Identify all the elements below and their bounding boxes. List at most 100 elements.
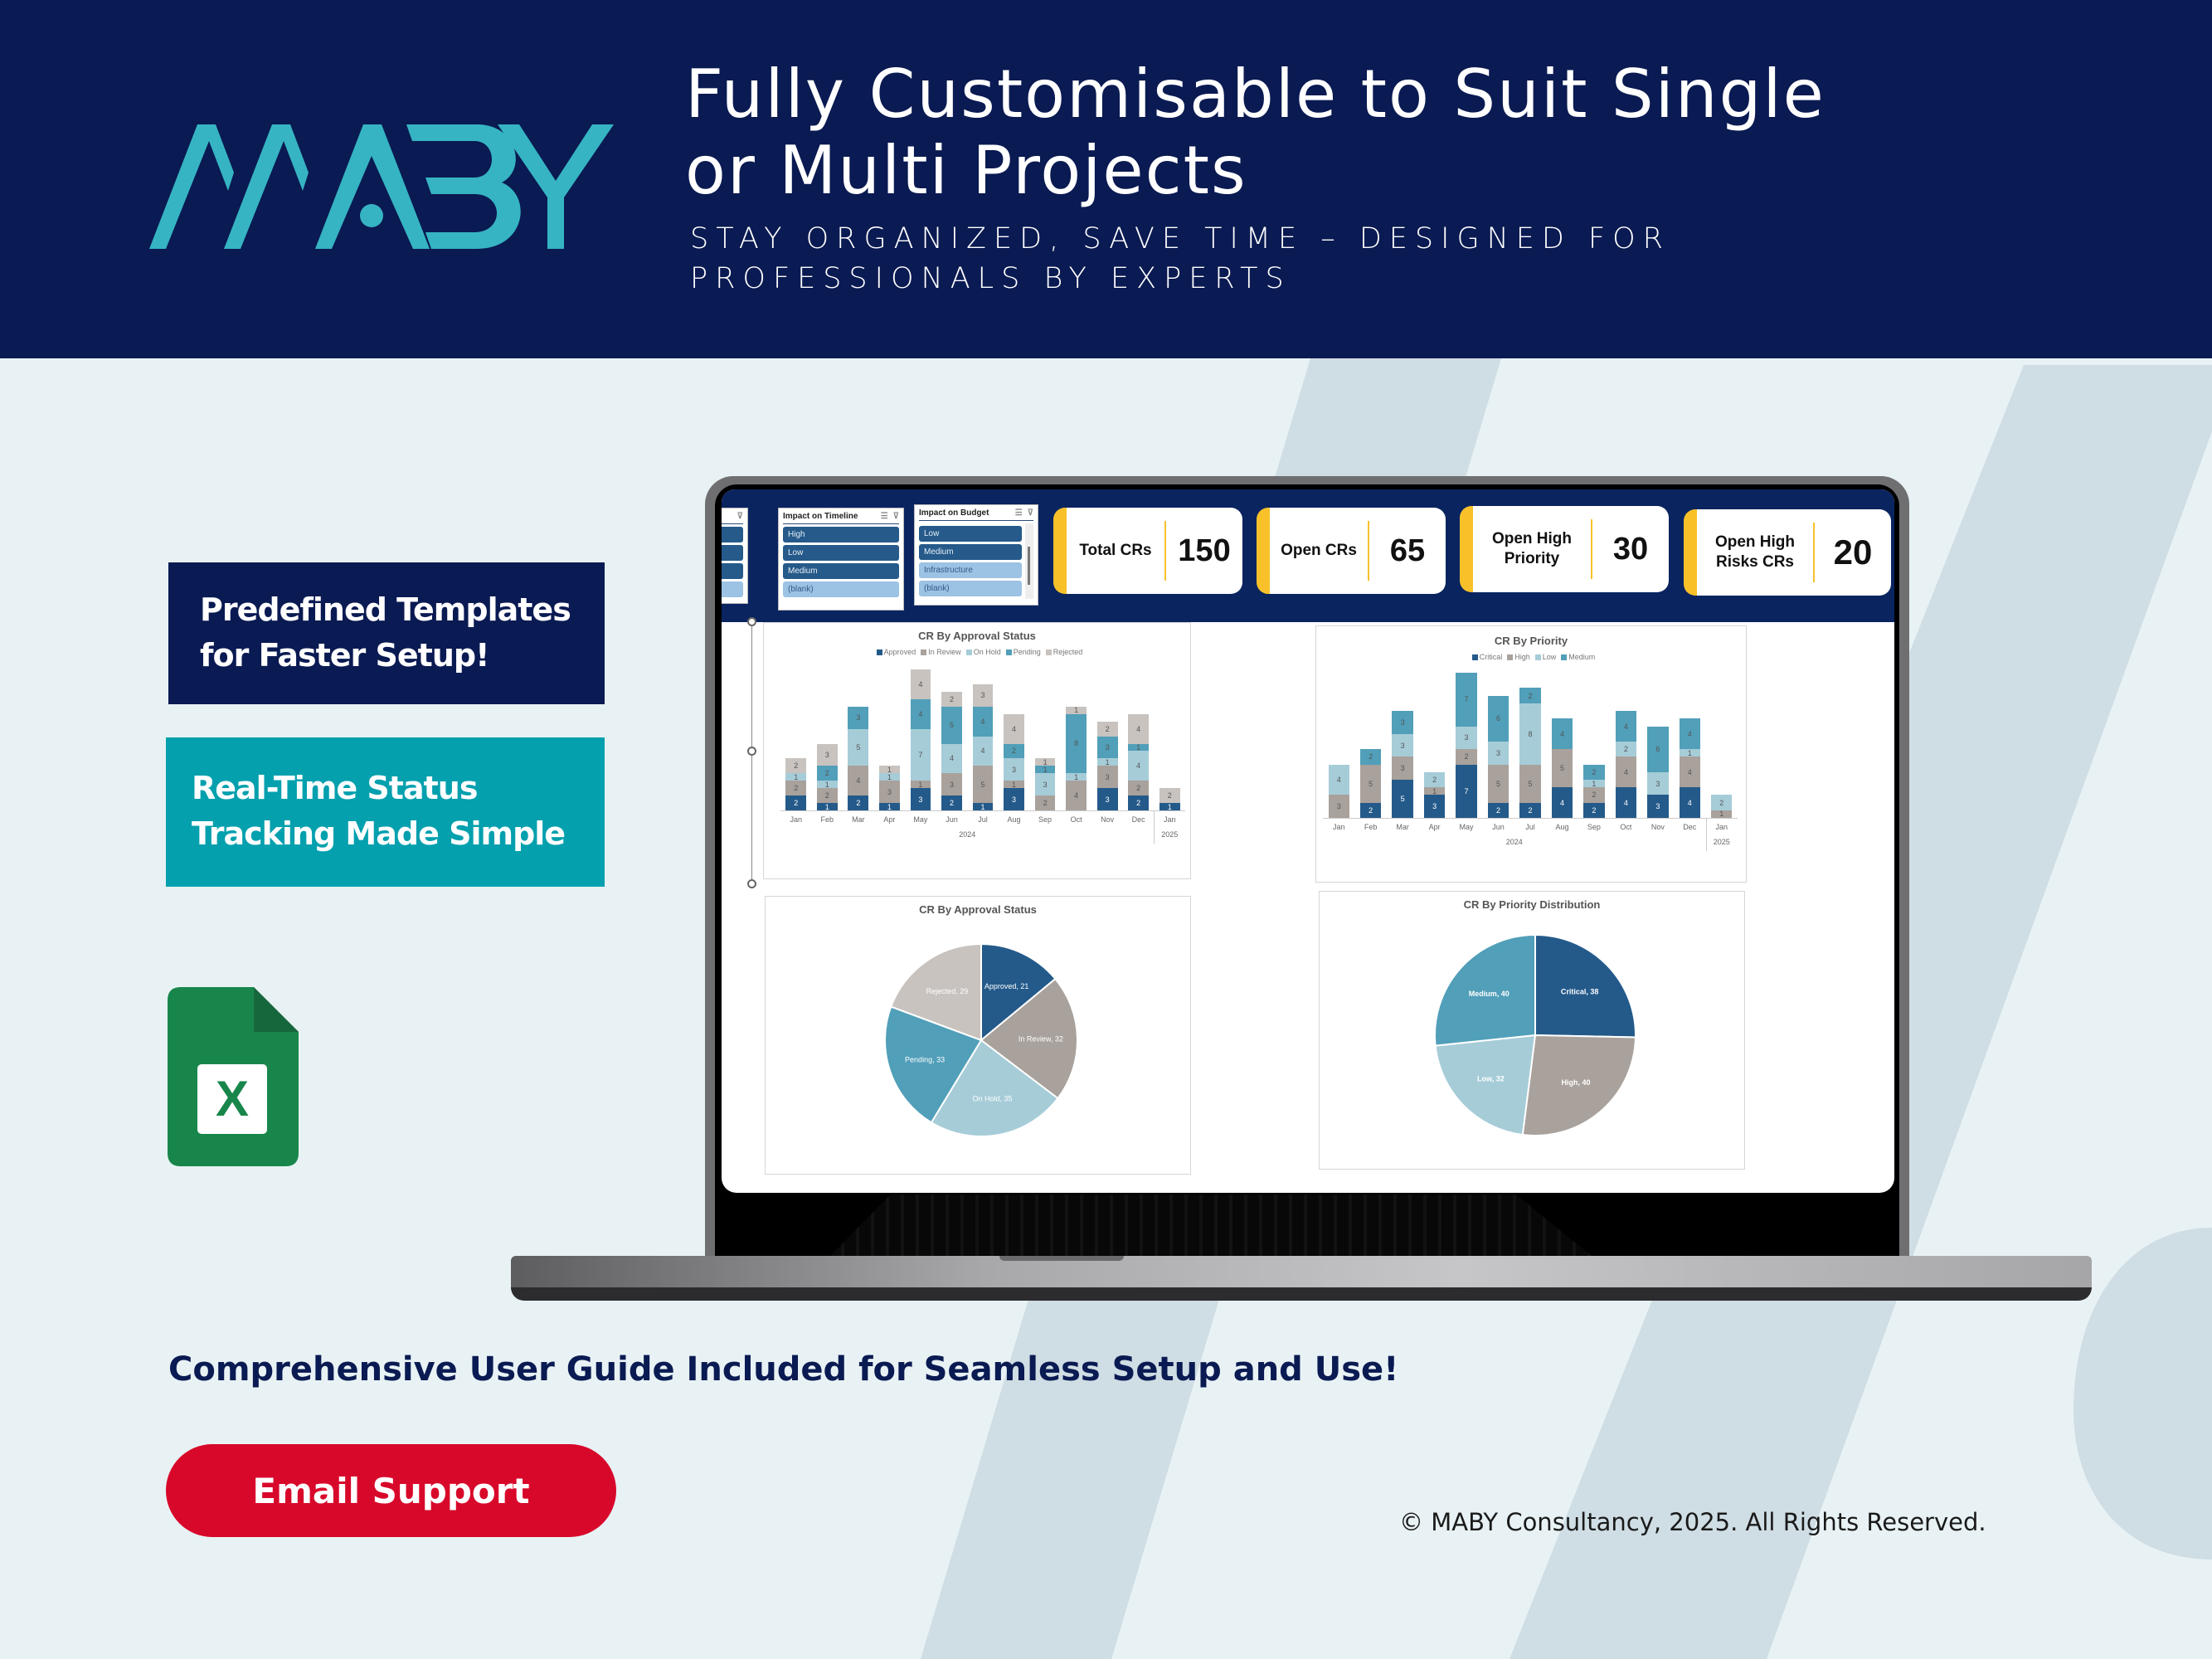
- bar-segment: 4: [1328, 764, 1349, 795]
- x-tick-label: Sep: [1038, 815, 1053, 824]
- bar-segment: 2: [848, 795, 869, 810]
- pie-data-label: Critical, 38: [1561, 988, 1599, 996]
- pie-slice-high[interactable]: [1521, 1034, 1636, 1136]
- bar-segment: 4: [972, 736, 994, 766]
- bar-segment: 2: [816, 788, 838, 804]
- headline-line-1: Fully Customisable to Suit Single: [685, 56, 1826, 133]
- slicer-item-medium[interactable]: Medium: [783, 563, 899, 579]
- pie-slice-medium[interactable]: [1434, 933, 1536, 1047]
- slicer-scrollbar[interactable]: [1025, 523, 1033, 599]
- x-tick-label: Feb: [820, 815, 834, 824]
- clear-filter-icon[interactable]: ⊽: [737, 512, 743, 521]
- clear-filter-icon[interactable]: ⊽: [1027, 508, 1033, 518]
- bar-segment: 4: [1615, 757, 1637, 788]
- slicer-item-infrastructure[interactable]: Infrastructure: [919, 562, 1022, 578]
- chart-cr-by-priority-distribution[interactable]: CR By Priority Distribution Critical, 38…: [1319, 891, 1745, 1170]
- bar-segment: 5: [1392, 779, 1413, 818]
- x-tick-label: Jun: [1492, 823, 1505, 831]
- slicer-item[interactable]: [722, 563, 743, 579]
- headline: Fully Customisable to Suit Single or Mul…: [685, 56, 1826, 209]
- x-tick-label: Jan: [790, 815, 803, 824]
- resize-handle[interactable]: [747, 617, 756, 626]
- slicer-item-low[interactable]: Low: [783, 545, 899, 561]
- pie-slice-critical[interactable]: [1534, 933, 1636, 1039]
- bar-segment: 1: [878, 803, 900, 811]
- bar-segment: 2: [1096, 721, 1118, 737]
- bar-segment: 2: [1583, 787, 1605, 803]
- copyright-text: © MABY Consultancy, 2025. All Rights Res…: [1399, 1508, 1986, 1536]
- slicer-item[interactable]: [722, 581, 743, 597]
- pie-slice-approved[interactable]: [980, 942, 1057, 1043]
- bar-segment: 2: [1583, 764, 1605, 780]
- resize-handle[interactable]: [747, 879, 756, 888]
- pie-slice-pending[interactable]: [884, 1005, 983, 1124]
- slicer-item-high[interactable]: High: [783, 527, 899, 542]
- x-group-label: 2024: [1505, 838, 1523, 846]
- pie-data-label: Low, 32: [1477, 1074, 1505, 1082]
- bar-segment: 1: [1066, 706, 1087, 714]
- slicer-item-blank[interactable]: (blank): [783, 581, 899, 597]
- slicer-item[interactable]: [722, 527, 743, 542]
- bar-segment: 1: [1679, 749, 1700, 757]
- bar-segment: 2: [1004, 743, 1024, 759]
- clear-filter-icon[interactable]: ⊽: [892, 512, 899, 521]
- multi-select-icon[interactable]: ☰: [880, 512, 888, 521]
- tagline: STAY ORGANIZED, SAVE TIME – DESIGNED FOR…: [690, 219, 1670, 299]
- email-support-button[interactable]: Email Support: [166, 1444, 616, 1537]
- bar-segment: 1: [878, 773, 900, 781]
- x-tick-label: Nov: [1650, 823, 1665, 831]
- bar-segment: 2: [1456, 749, 1477, 765]
- pie-slice-low[interactable]: [1434, 1034, 1537, 1136]
- bar-segment: 1: [1583, 780, 1605, 788]
- resize-handle[interactable]: [747, 747, 756, 756]
- pie-slice-in-review[interactable]: [980, 977, 1078, 1100]
- pie-slice-rejected[interactable]: [889, 942, 982, 1042]
- bar-segment: 2: [785, 758, 807, 774]
- x-tick-label: Jul: [1525, 823, 1535, 831]
- slicer-item-blank[interactable]: (blank): [919, 581, 1022, 596]
- bar-segment: 3: [1392, 757, 1413, 780]
- x-group-label: 2025: [1161, 830, 1179, 839]
- slicer-item[interactable]: [722, 545, 743, 561]
- x-tick-label: May: [913, 815, 928, 824]
- bar-segment: 3: [1096, 736, 1118, 759]
- bar-segment: 1: [1034, 758, 1056, 766]
- multi-select-icon[interactable]: ☰: [1014, 508, 1023, 518]
- bar-segment: 2: [941, 691, 962, 707]
- slicer-item-low[interactable]: Low: [919, 526, 1022, 542]
- pie-slice-on-hold[interactable]: [930, 1039, 1059, 1137]
- slicer-item-medium[interactable]: Medium: [919, 544, 1022, 560]
